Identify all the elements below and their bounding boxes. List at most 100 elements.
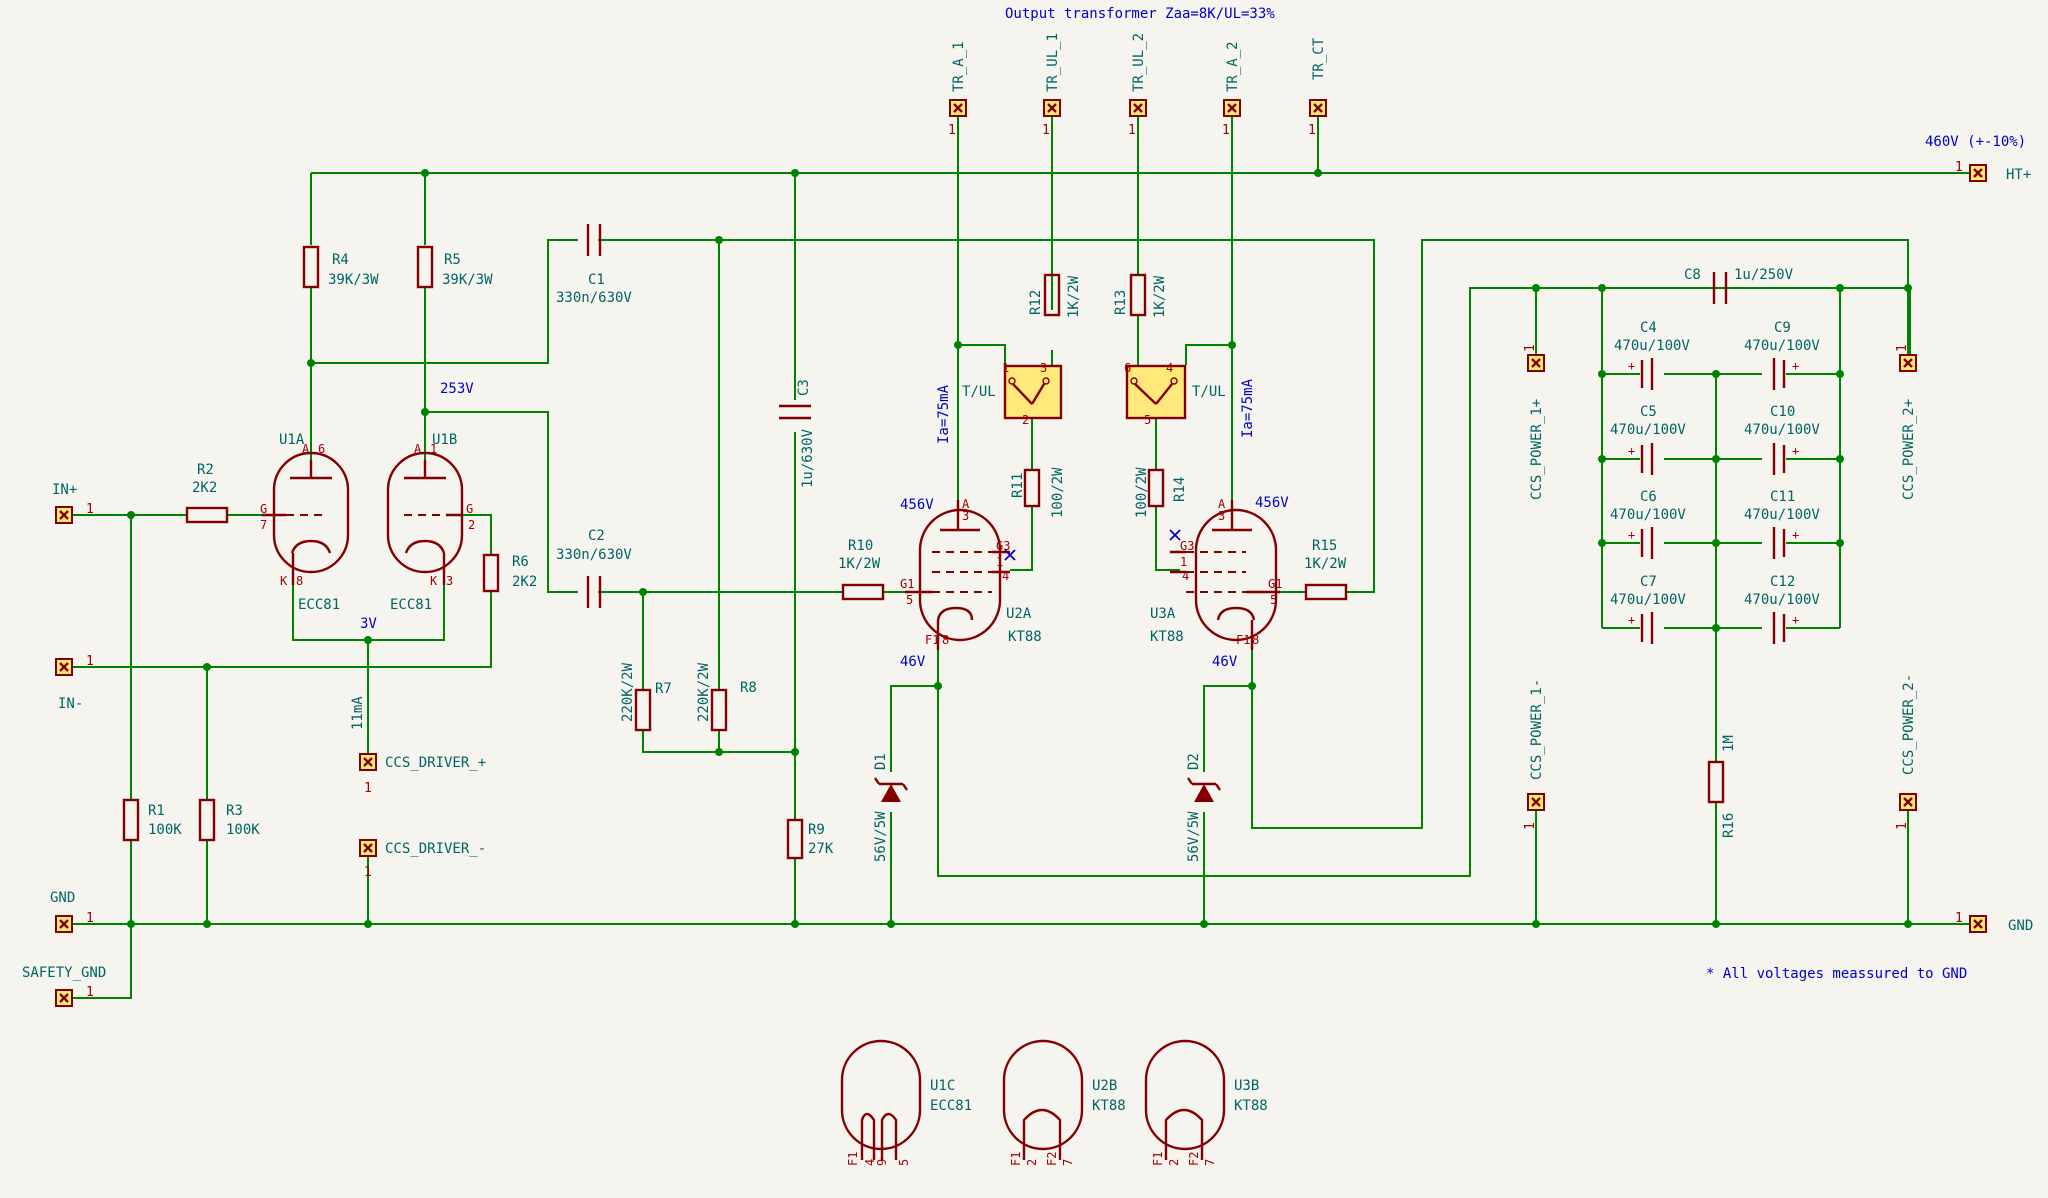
resistor-r13[interactable]: R13 1K/2W bbox=[1113, 273, 1168, 318]
capacitor-c6[interactable]: + C6 470u/100V bbox=[1610, 489, 1686, 559]
tube-u3a[interactable]: U3A KT88 A 3 G1 5 G3 1 4 F1 8 bbox=[1150, 497, 1282, 650]
svg-text:CCS_POWER_1-: CCS_POWER_1- bbox=[1529, 679, 1545, 780]
tube-u1c[interactable]: U1C ECC81 F1 4 9 5 bbox=[840, 1039, 972, 1166]
resistor-r5[interactable]: R5 39K/3W bbox=[416, 245, 493, 289]
svg-text:C2: C2 bbox=[588, 528, 605, 544]
capacitor-c8[interactable]: C8 1u/250V bbox=[1684, 267, 1794, 304]
svg-text:CCS_DRIVER_-: CCS_DRIVER_- bbox=[385, 841, 486, 857]
switch-t-ul-2[interactable]: T/UL 6 4 5 bbox=[1124, 361, 1226, 427]
capacitor-c3[interactable]: C3 1u/630V bbox=[779, 379, 816, 488]
connector-ccs-driver-plus[interactable]: 1 CCS_DRIVER_+ bbox=[359, 753, 486, 796]
svg-text:TR_A_1: TR_A_1 bbox=[951, 41, 967, 92]
svg-text:F1: F1 bbox=[925, 633, 939, 647]
connector-tr-ul-2[interactable]: 1 TR_UL_2 bbox=[1128, 33, 1147, 138]
connector-ccs-driver-minus[interactable]: 1 CCS_DRIVER_- bbox=[359, 839, 486, 880]
capacitor-c12[interactable]: + C12 470u/100V bbox=[1744, 574, 1820, 644]
svg-text:TR_UL_2: TR_UL_2 bbox=[1131, 33, 1147, 92]
svg-text:3: 3 bbox=[962, 509, 969, 523]
resistor-r10[interactable]: R10 1K/2W bbox=[838, 538, 885, 601]
svg-text:C9: C9 bbox=[1774, 320, 1791, 336]
tube-u2b[interactable]: U2B KT88 F1 2 F2 7 bbox=[1002, 1039, 1126, 1166]
tube-u3b[interactable]: U3B KT88 F1 2 F2 7 bbox=[1144, 1039, 1268, 1166]
connector-tr-a-2[interactable]: 1 TR_A_2 bbox=[1222, 41, 1241, 138]
svg-text:5: 5 bbox=[1144, 413, 1151, 427]
resistor-r14[interactable]: R14 100/2W bbox=[1134, 467, 1188, 518]
svg-text:100/2W: 100/2W bbox=[1050, 467, 1066, 518]
resistor-r7[interactable]: R7 220K/2W bbox=[620, 662, 672, 732]
connector-ccs-power-2-minus[interactable]: 1 CCS_POWER_2- bbox=[1895, 674, 1917, 830]
switch-t-ul-1[interactable]: T/UL 1 3 2 bbox=[962, 361, 1063, 427]
resistor-r6[interactable]: R6 2K2 bbox=[482, 553, 537, 593]
capacitor-c11[interactable]: + C11 470u/100V bbox=[1744, 489, 1820, 559]
connector-gnd-left[interactable]: 1 GND bbox=[50, 890, 94, 933]
svg-text:G1: G1 bbox=[1268, 577, 1282, 591]
svg-text:9: 9 bbox=[875, 1159, 889, 1166]
svg-text:A: A bbox=[962, 497, 970, 511]
resistor-r1[interactable]: R1 100K bbox=[122, 798, 182, 842]
tube-u1a[interactable]: U1A ECC81 A 6 G 7 K 8 bbox=[260, 432, 350, 613]
tube-u2a[interactable]: U2A KT88 A 3 G1 5 G3 1 4 F1 8 bbox=[900, 497, 1042, 650]
capacitor-c2[interactable]: C2 330n/630V bbox=[556, 528, 632, 608]
svg-text:1: 1 bbox=[1523, 344, 1538, 352]
capacitor-c7[interactable]: + C7 470u/100V bbox=[1610, 574, 1686, 644]
svg-text:U2A: U2A bbox=[1006, 606, 1032, 622]
svg-text:470u/100V: 470u/100V bbox=[1744, 338, 1820, 354]
resistor-r16[interactable]: R16 1M bbox=[1707, 735, 1737, 838]
svg-text:2: 2 bbox=[1167, 1159, 1181, 1166]
connector-tr-a-1[interactable]: 1 TR_A_1 bbox=[948, 41, 967, 138]
connector-tr-ul-1[interactable]: 1 TR_UL_1 bbox=[1042, 33, 1061, 138]
resistor-r3[interactable]: R3 100K bbox=[198, 798, 260, 842]
zener-d1[interactable]: D1 56V/5W bbox=[873, 753, 908, 862]
svg-text:1: 1 bbox=[1042, 123, 1050, 138]
resistor-r15[interactable]: R15 1K/2W bbox=[1304, 538, 1348, 601]
connector-in-plus[interactable]: 1 IN+ bbox=[52, 482, 94, 524]
svg-text:1: 1 bbox=[1895, 344, 1910, 352]
capacitor-c1[interactable]: C1 330n/630V bbox=[556, 224, 632, 306]
capacitor-c10[interactable]: + C10 470u/100V bbox=[1744, 404, 1820, 475]
svg-text:A: A bbox=[414, 442, 422, 456]
svg-text:R13: R13 bbox=[1113, 290, 1129, 315]
svg-text:CCS_POWER_2-: CCS_POWER_2- bbox=[1901, 674, 1917, 775]
connector-in-minus[interactable]: 1 IN- bbox=[55, 654, 94, 712]
svg-text:G: G bbox=[466, 502, 473, 516]
connector-ccs-power-2-plus[interactable]: 1 CCS_POWER_2+ bbox=[1895, 344, 1917, 500]
capacitor-c4[interactable]: + C4 470u/100V bbox=[1614, 320, 1690, 390]
svg-text:GND: GND bbox=[2008, 918, 2033, 934]
svg-text:4: 4 bbox=[1166, 361, 1173, 375]
capacitor-c9[interactable]: + C9 470u/100V bbox=[1744, 320, 1820, 390]
svg-text:R4: R4 bbox=[332, 252, 349, 268]
connector-safety-gnd[interactable]: 1 SAFETY_GND bbox=[22, 965, 106, 1007]
svg-text:8: 8 bbox=[1252, 633, 1259, 647]
resistor-r11[interactable]: R11 100/2W bbox=[1010, 467, 1066, 518]
voltage-456v-u3: 456V bbox=[1255, 495, 1289, 511]
tube-u1b[interactable]: U1B ECC81 A 1 G 2 K 3 bbox=[386, 432, 475, 613]
svg-text:1: 1 bbox=[1308, 123, 1316, 138]
resistor-r4[interactable]: R4 39K/3W bbox=[302, 245, 379, 289]
svg-text:R1: R1 bbox=[148, 803, 165, 819]
annotations: Output transformer Zaa=8K/UL=33% 460V (+… bbox=[350, 6, 2026, 982]
zener-d2[interactable]: D2 56V/5W bbox=[1186, 753, 1221, 862]
svg-text:1: 1 bbox=[86, 985, 94, 1000]
connector-tr-ct[interactable]: 1 TR_CT bbox=[1308, 37, 1327, 138]
svg-text:F1: F1 bbox=[1151, 1152, 1165, 1166]
resistor-r8[interactable]: R8 220K/2W bbox=[696, 662, 757, 732]
svg-text:2K2: 2K2 bbox=[512, 574, 537, 590]
svg-text:7: 7 bbox=[260, 518, 267, 532]
resistor-r9[interactable]: R9 27K bbox=[786, 818, 834, 860]
svg-text:330n/630V: 330n/630V bbox=[556, 547, 632, 563]
connector-ccs-power-1-plus[interactable]: 1 CCS_POWER_1+ bbox=[1523, 344, 1545, 500]
connector-ht-plus[interactable]: 1 HT+ bbox=[1955, 160, 2031, 183]
svg-text:220K/2W: 220K/2W bbox=[620, 662, 636, 722]
resistor-r12[interactable]: R12 1K/2W bbox=[1028, 273, 1082, 318]
svg-text:3: 3 bbox=[446, 574, 453, 588]
capacitor-c5[interactable]: + C5 470u/100V bbox=[1610, 404, 1686, 475]
svg-text:C1: C1 bbox=[588, 272, 605, 288]
junctions bbox=[127, 169, 1912, 928]
svg-text:C7: C7 bbox=[1640, 574, 1657, 590]
svg-text:1K/2W: 1K/2W bbox=[838, 556, 881, 572]
connector-ccs-power-1-minus[interactable]: 1 CCS_POWER_1- bbox=[1523, 679, 1545, 830]
resistor-r2[interactable]: R2 2K2 bbox=[185, 462, 229, 524]
svg-text:R5: R5 bbox=[444, 252, 461, 268]
connector-gnd-right[interactable]: 1 GND bbox=[1955, 911, 2033, 934]
svg-text:U1B: U1B bbox=[432, 432, 457, 448]
